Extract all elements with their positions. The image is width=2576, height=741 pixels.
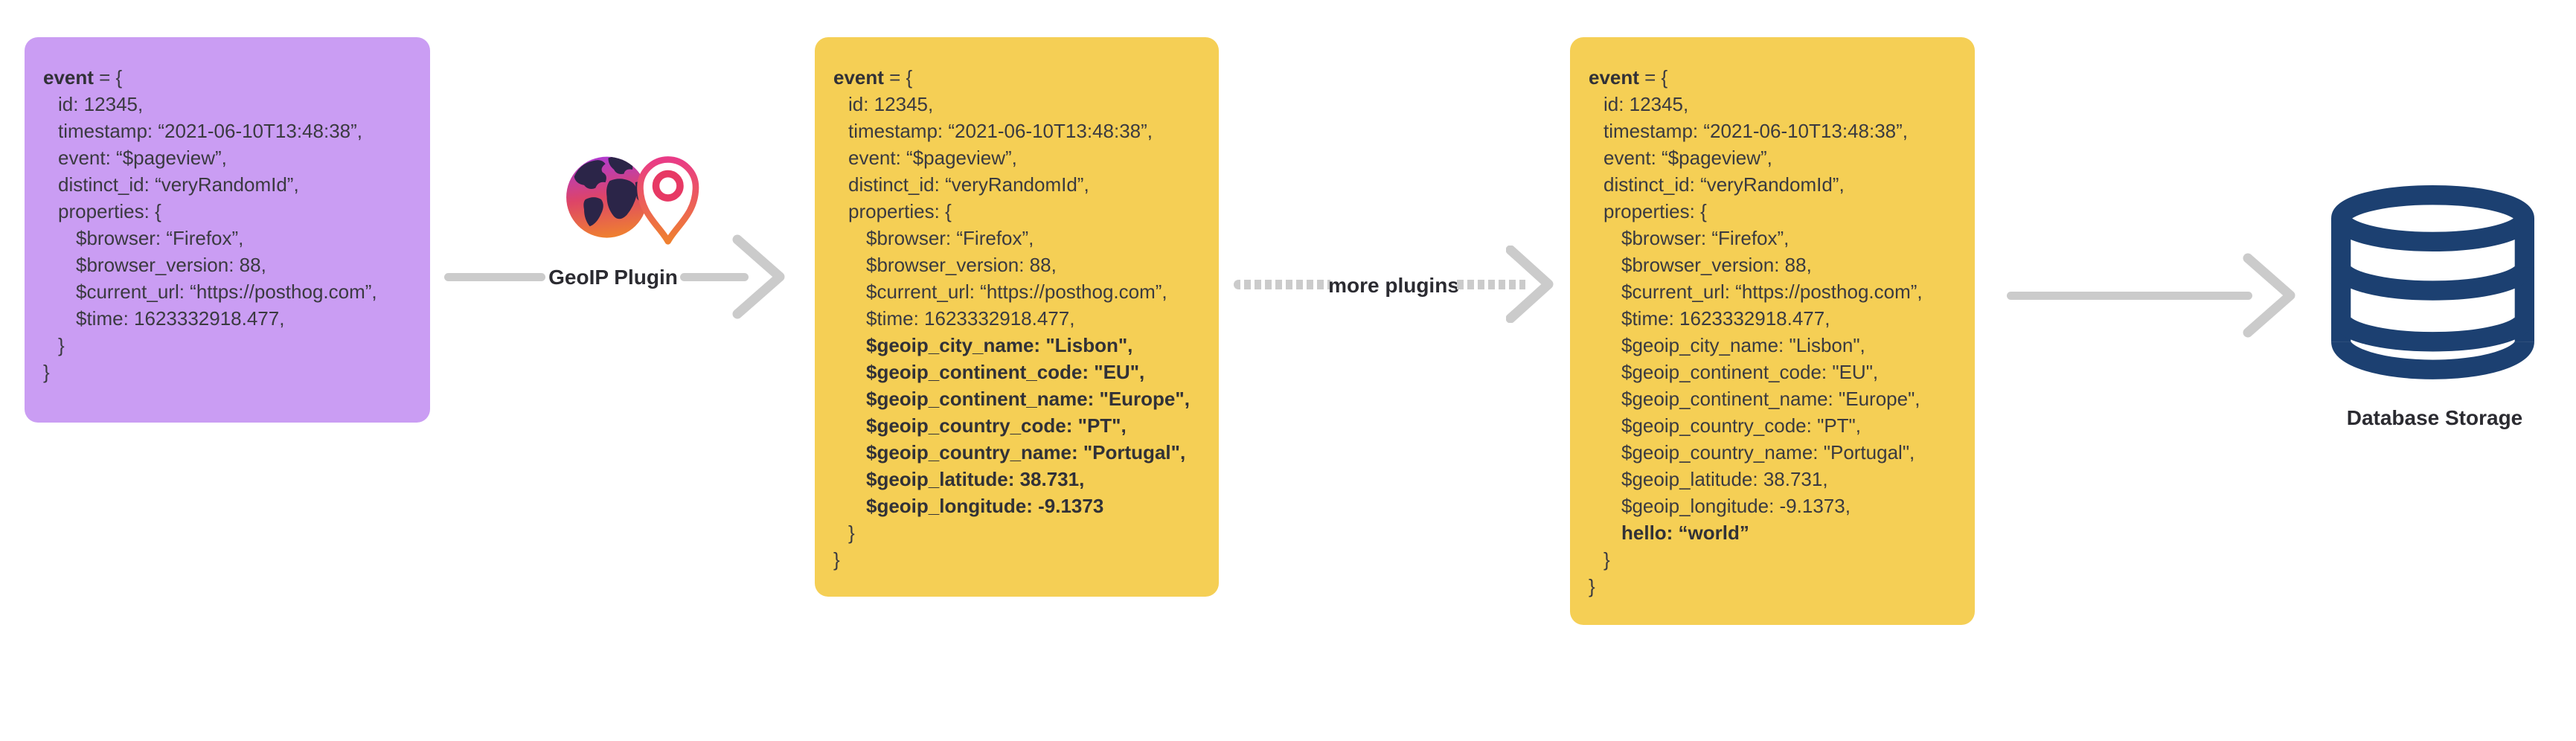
code-line: event: “$pageview”, bbox=[1603, 147, 1772, 169]
code-line: timestamp: “2021-06-10T13:48:38”, bbox=[848, 120, 1153, 142]
code-line: $geoip_latitude: 38.731, bbox=[866, 468, 1085, 490]
code-line: $time: 1623332918.477, bbox=[76, 307, 285, 330]
code-line: distinct_id: “veryRandomId”, bbox=[848, 173, 1089, 196]
code-line: event = { bbox=[1589, 66, 1668, 89]
event-box-after-more-plugins: event = { id: 12345, timestamp: “2021-06-1… bbox=[1570, 37, 1975, 625]
code-line: $time: 1623332918.477, bbox=[1621, 307, 1830, 330]
code-line: $geoip_country_code: "PT", bbox=[1621, 414, 1861, 437]
code-line: distinct_id: “veryRandomId”, bbox=[1603, 173, 1845, 196]
code-line: $geoip_continent_name: "Europe", bbox=[866, 388, 1190, 410]
code-line: $browser_version: 88, bbox=[76, 254, 266, 276]
code-line: $browser: “Firefox”, bbox=[866, 227, 1034, 249]
code-line: event: “$pageview”, bbox=[58, 147, 227, 169]
code-line: $geoip_city_name: "Lisbon", bbox=[1621, 334, 1865, 356]
code-line: event = { bbox=[43, 66, 123, 89]
code-line: $browser_version: 88, bbox=[866, 254, 1057, 276]
code-line: hello: “world” bbox=[1621, 522, 1749, 544]
code-line: timestamp: “2021-06-10T13:48:38”, bbox=[58, 120, 362, 142]
code-line: $geoip_latitude: 38.731, bbox=[1621, 468, 1828, 490]
code-line: id: 12345, bbox=[58, 93, 144, 115]
code-line: } bbox=[1603, 548, 1610, 571]
code-line: $browser: “Firefox”, bbox=[76, 227, 244, 249]
code-line: distinct_id: “veryRandomId”, bbox=[58, 173, 299, 196]
code-line: $geoip_country_name: "Portugal", bbox=[1621, 441, 1915, 463]
database-arrow-head bbox=[2243, 253, 2295, 338]
event-box-after-geoip: event = { id: 12345, timestamp: “2021-06-1… bbox=[815, 37, 1219, 597]
code-line: $geoip_city_name: "Lisbon", bbox=[866, 334, 1133, 356]
code-line: $geoip_continent_code: "EU", bbox=[1621, 361, 1879, 383]
code-line: $geoip_continent_code: "EU", bbox=[866, 361, 1145, 383]
code-line: $current_url: “https://posthog.com”, bbox=[1621, 280, 1923, 303]
code-line: } bbox=[848, 522, 855, 544]
pin-ring bbox=[652, 170, 684, 202]
more-plugins-label: more plugins bbox=[1328, 274, 1459, 297]
code-line: id: 12345, bbox=[1603, 93, 1689, 115]
code-line: } bbox=[58, 334, 65, 356]
code-line: properties: { bbox=[848, 200, 952, 222]
geoip-arrow-head bbox=[732, 234, 785, 319]
code-line: event = { bbox=[833, 66, 913, 89]
globe-continents bbox=[574, 156, 648, 227]
code-line: timestamp: “2021-06-10T13:48:38”, bbox=[1603, 120, 1908, 142]
code-line: $browser_version: 88, bbox=[1621, 254, 1812, 276]
geoip-plugin-icon bbox=[566, 156, 699, 245]
more-plugins-dash-line-left bbox=[1234, 280, 1330, 289]
geoip-arrow-line-left bbox=[444, 273, 545, 281]
code-line: } bbox=[43, 361, 50, 383]
code-line: $browser: “Firefox”, bbox=[1621, 227, 1790, 249]
more-plugins-dash-line-right bbox=[1457, 280, 1525, 289]
code-line: properties: { bbox=[58, 200, 161, 222]
code-line: $current_url: “https://posthog.com”, bbox=[76, 280, 377, 303]
code-line: event: “$pageview”, bbox=[848, 147, 1017, 169]
code-line: id: 12345, bbox=[848, 93, 934, 115]
code-line: $time: 1623332918.477, bbox=[866, 307, 1075, 330]
database-storage-label: Database Storage bbox=[2346, 406, 2523, 429]
code-line: $current_url: “https://posthog.com”, bbox=[866, 280, 1167, 303]
database-arrow-line bbox=[2007, 292, 2252, 300]
event-box-raw: event = { id: 12345, timestamp: “2021-06-1… bbox=[25, 37, 430, 423]
code-line: } bbox=[1589, 575, 1595, 597]
code-line: $geoip_longitude: -9.1373, bbox=[1621, 495, 1851, 517]
geoip-arrow-line-right bbox=[680, 273, 749, 281]
more-plugins-arrow-head bbox=[1506, 246, 1554, 323]
geoip-plugin-label: GeoIP Plugin bbox=[548, 266, 678, 289]
code-line: } bbox=[833, 548, 840, 571]
code-line: properties: { bbox=[1603, 200, 1707, 222]
code-line: $geoip_longitude: -9.1373 bbox=[866, 495, 1104, 517]
database-icon bbox=[2331, 185, 2534, 379]
code-line: $geoip_country_code: "PT", bbox=[866, 414, 1127, 437]
code-line: $geoip_country_name: "Portugal", bbox=[866, 441, 1186, 463]
code-line: $geoip_continent_name: "Europe", bbox=[1621, 388, 1920, 410]
